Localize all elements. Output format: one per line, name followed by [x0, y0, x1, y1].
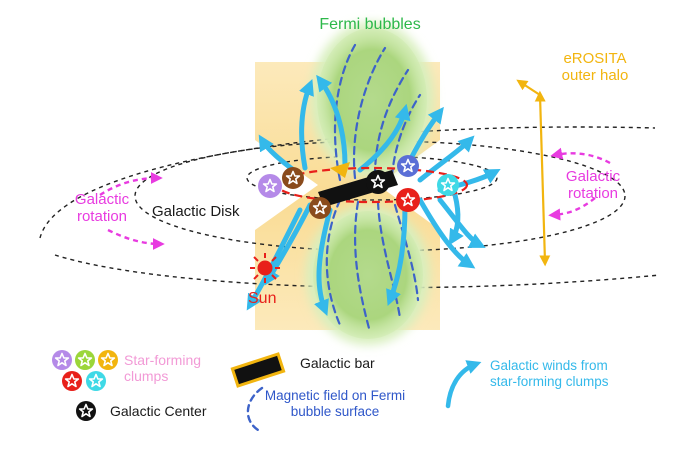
legend-clumps-line2: clumps [124, 368, 169, 385]
legend-magnetic-field-icon [246, 386, 264, 432]
legend-winds-line1: Galactic winds from [490, 358, 608, 373]
legend-clump-icons [52, 350, 118, 391]
legend-magnetic-label: Magnetic field on Fermi bubble surface [250, 388, 420, 419]
sun-icon [250, 253, 280, 283]
legend-magnetic-line2: bubble surface [290, 403, 380, 419]
legend-clumps-label: Star-forming clumps [124, 352, 201, 384]
rotation-right-line1: Galactic [565, 168, 621, 185]
erosita-arrows [516, 79, 551, 267]
legend-galactic-center-label: Galactic Center [110, 403, 207, 419]
legend-galactic-center-icon [76, 401, 96, 421]
legend-galactic-bar-icon [230, 352, 286, 388]
star-forming-clumps [258, 155, 459, 219]
rotation-left-label: Galactic rotation [62, 191, 142, 226]
legend-winds-line2: star-forming clumps [490, 373, 609, 389]
legend-magnetic-line1: Magnetic field on Fermi [264, 388, 406, 403]
galactic-rotation-arrows [99, 147, 611, 250]
erosita-label: eROSITA outer halo [545, 50, 645, 85]
legend-winds-label: Galactic winds from star-forming clumps [490, 358, 609, 389]
rotation-left-line1: Galactic [74, 191, 130, 208]
legend-clumps-line1: Star-forming [124, 352, 202, 368]
galactic-disk-label: Galactic Disk [152, 203, 240, 220]
rotation-right-label: Galactic rotation [553, 168, 633, 203]
fermi-bubbles-label: Fermi bubbles [319, 16, 421, 33]
erosita-label-line2: outer halo [561, 67, 629, 85]
erosita-label-line1: eROSITA [563, 50, 627, 67]
legend-galactic-bar-label: Galactic bar [300, 355, 375, 371]
legend-galactic-wind-arrow-icon [445, 360, 482, 409]
galactic-bar-highlight [330, 162, 350, 178]
rotation-right-line2: rotation [567, 185, 619, 203]
sun-label: Sun [248, 290, 277, 307]
rotation-left-line2: rotation [76, 208, 128, 226]
